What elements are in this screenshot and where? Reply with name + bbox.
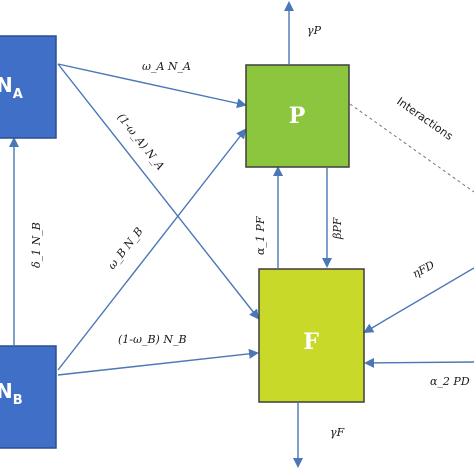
- arrow-na-to-p: [57, 63, 247, 109]
- label-na-to-p: ω_A N_A: [142, 60, 191, 73]
- interactions-link: [349, 103, 474, 193]
- arrow-nb-to-p: [57, 128, 247, 371]
- svg-text:P: P: [289, 103, 306, 129]
- label-p-out: γP: [307, 24, 322, 37]
- edges: [9, 1, 474, 468]
- svg-text:NB: NB: [0, 379, 23, 408]
- interactions-label: Interactions: [394, 95, 455, 143]
- node-f: F: [258, 268, 365, 403]
- node-na: NA: [0, 35, 57, 139]
- label-f-to-p: α_1 PF: [254, 216, 267, 255]
- svg-text:NA: NA: [0, 73, 23, 102]
- label-d-to-f-upper: ηFD: [410, 258, 437, 280]
- arrow-nb-to-f: [57, 348, 259, 376]
- node-p: P: [245, 64, 350, 168]
- label-nb-to-f: (1-ω_B) N_B: [118, 333, 187, 346]
- label-f-out: γF: [330, 426, 345, 439]
- arrow-na-to-f: [57, 63, 260, 320]
- node-nb: NB: [0, 345, 57, 449]
- label-d-to-f-lower: α_2 PD: [430, 375, 470, 388]
- label-na-to-f: (1-ω_A) N_A: [115, 111, 167, 173]
- label-p-to-f: βPF: [331, 217, 344, 240]
- label-nb-to-na: δ_1 N_B: [30, 222, 43, 268]
- svg-text:F: F: [303, 329, 319, 355]
- arrow-d-to-f-lower: [364, 357, 474, 368]
- arrow-d-to-f-upper: [363, 267, 474, 334]
